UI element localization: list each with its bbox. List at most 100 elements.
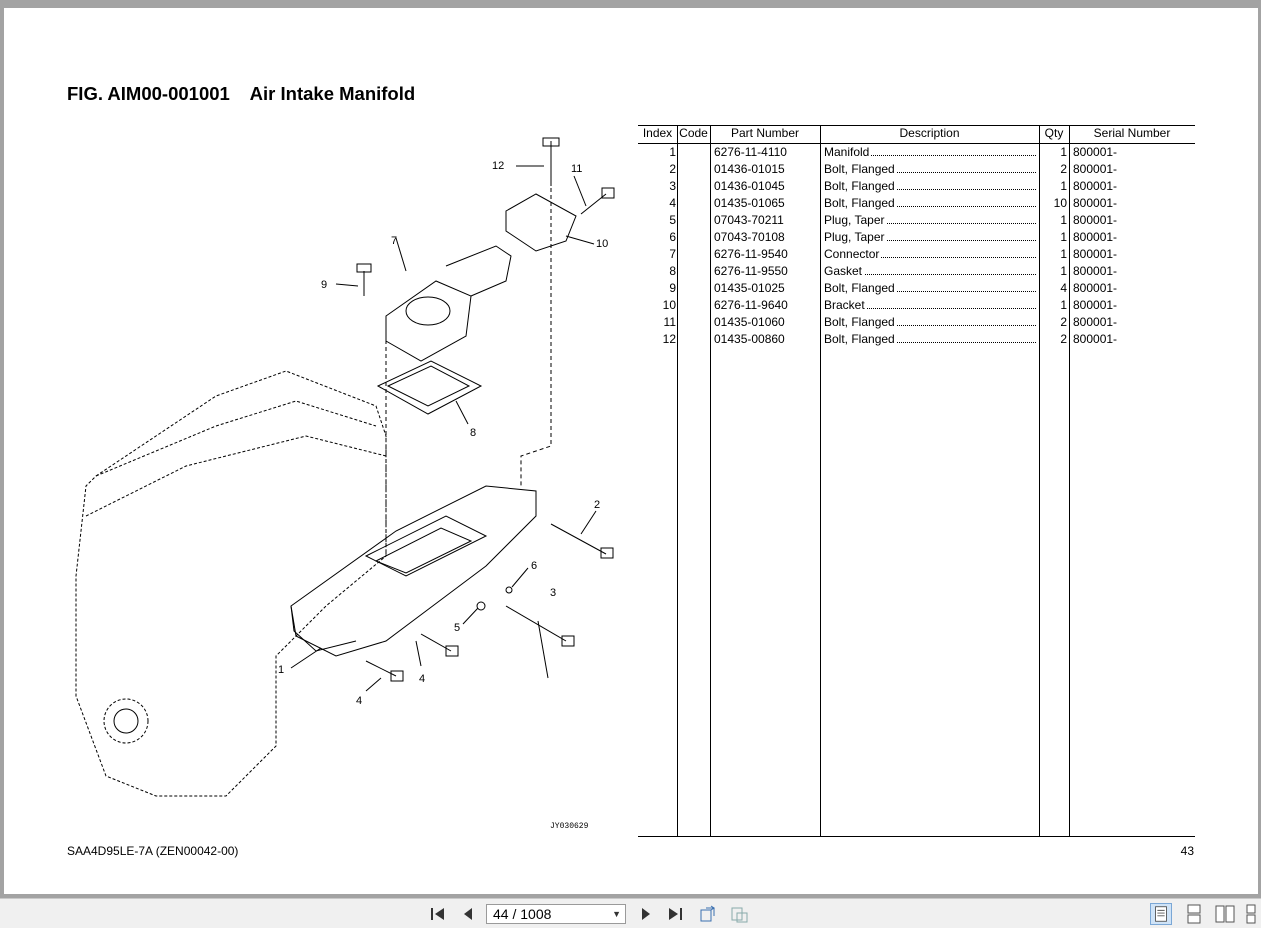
callout-6: 6	[531, 560, 537, 572]
header-description: Description	[899, 126, 960, 140]
callout-3: 3	[550, 587, 556, 599]
cell-part-number: 6276-11-4110	[714, 145, 787, 159]
callout-4b: 4	[356, 695, 362, 707]
cell-serial-number: 800001-	[1073, 179, 1118, 193]
cell-part-number: 6276-11-9550	[714, 264, 788, 278]
rotate-icon[interactable]	[698, 904, 718, 924]
cell-index: 1	[669, 145, 676, 159]
cell-index: 4	[669, 196, 676, 210]
cell-qty: 1	[1060, 145, 1067, 159]
last-page-icon[interactable]	[665, 904, 685, 924]
prev-page-icon[interactable]	[458, 904, 478, 924]
page-number-input[interactable]: 44 / 1008 ▼	[486, 904, 626, 924]
cell-serial-number: 800001-	[1073, 247, 1118, 261]
callout-2: 2	[594, 499, 600, 511]
header-serial-number: Serial Number	[1093, 126, 1171, 140]
callout-9: 9	[321, 279, 327, 291]
cell-qty: 2	[1060, 162, 1067, 176]
chevron-down-icon[interactable]: ▼	[612, 909, 621, 919]
callout-7: 7	[391, 235, 397, 247]
cell-index: 9	[669, 281, 676, 295]
cell-qty: 1	[1060, 213, 1067, 227]
cell-part-number: 01436-01015	[714, 162, 785, 176]
cell-index: 8	[669, 264, 676, 278]
cell-index: 2	[669, 162, 676, 176]
cell-serial-number: 800001-	[1073, 298, 1118, 312]
cell-qty: 10	[1053, 196, 1067, 210]
cell-qty: 2	[1060, 332, 1067, 346]
callout-1: 1	[278, 664, 284, 676]
header-qty: Qty	[1044, 126, 1064, 140]
cell-index: 10	[662, 298, 676, 312]
next-page-icon[interactable]	[636, 904, 656, 924]
header-part-number: Part Number	[730, 126, 800, 140]
cell-description: Connector	[824, 246, 1036, 263]
cell-index: 5	[669, 213, 676, 227]
header-index: Index	[642, 126, 673, 140]
cell-description: Bolt, Flanged	[824, 178, 1036, 195]
callout-12: 12	[492, 160, 504, 172]
cell-description: Bolt, Flanged	[824, 331, 1036, 348]
continuous-view-icon[interactable]	[1183, 903, 1205, 925]
cell-part-number: 07043-70211	[714, 213, 784, 227]
cell-serial-number: 800001-	[1073, 230, 1118, 244]
header-code: Code	[679, 126, 708, 140]
cell-description: Bolt, Flanged	[824, 195, 1036, 212]
first-page-icon[interactable]	[428, 904, 448, 924]
footer-page-number: 43	[1180, 844, 1194, 858]
viewer-toolbar: 44 / 1008 ▼	[0, 898, 1261, 928]
cell-index: 6	[669, 230, 676, 244]
table-row: 12 01435-00860 Bolt, Flanged 2 800001-	[638, 331, 1195, 348]
cell-qty: 2	[1060, 315, 1067, 329]
cell-part-number: 07043-70108	[714, 230, 785, 244]
cell-part-number: 01435-01060	[714, 315, 785, 329]
document-page: FIG. AIM00-001001 Air Intake Manifold	[4, 8, 1258, 894]
cell-description: Bolt, Flanged	[824, 280, 1036, 297]
cell-description: Gasket	[824, 263, 1036, 280]
cell-index: 3	[669, 179, 676, 193]
exploded-parts-drawing: 1 2 3 4 4 5 6 7 8 9 10 11 12 JY030629	[75, 137, 615, 831]
cell-description: Plug, Taper	[824, 212, 1036, 229]
cell-index: 7	[669, 247, 676, 261]
fit-icon[interactable]	[729, 904, 749, 924]
cell-qty: 1	[1060, 298, 1067, 312]
parts-table: Index Code Part Number Description Qty S…	[638, 125, 1195, 837]
cell-serial-number: 800001-	[1073, 162, 1118, 176]
cell-part-number: 6276-11-9540	[714, 247, 788, 261]
table-row: 11 01435-01060 Bolt, Flanged 2 800001-	[638, 314, 1195, 331]
table-row: 2 01436-01015 Bolt, Flanged 2 800001-	[638, 161, 1195, 178]
callout-4a: 4	[419, 673, 425, 685]
cell-description: Bolt, Flanged	[824, 161, 1036, 178]
cell-serial-number: 800001-	[1073, 264, 1118, 278]
cell-serial-number: 800001-	[1073, 315, 1118, 329]
cell-serial-number: 800001-	[1073, 145, 1118, 159]
single-page-view-icon[interactable]	[1150, 903, 1172, 925]
callout-11: 11	[571, 163, 582, 175]
cell-serial-number: 800001-	[1073, 196, 1118, 210]
page-indicator: 44 / 1008	[493, 906, 552, 922]
cell-part-number: 01435-00860	[714, 332, 785, 346]
table-row: 4 01435-01065 Bolt, Flanged 10 800001-	[638, 195, 1195, 212]
cell-qty: 1	[1060, 264, 1067, 278]
footer-model: SAA4D95LE-7A (ZEN00042-00)	[67, 844, 239, 858]
cell-qty: 4	[1060, 281, 1067, 295]
two-page-view-icon[interactable]	[1214, 903, 1236, 925]
cell-qty: 1	[1060, 247, 1067, 261]
cell-serial-number: 800001-	[1073, 332, 1118, 346]
cell-description: Bolt, Flanged	[824, 314, 1036, 331]
cell-description: Plug, Taper	[824, 229, 1036, 246]
cell-index: 11	[663, 315, 676, 329]
two-page-continuous-view-icon[interactable]	[1243, 903, 1261, 925]
cell-qty: 1	[1060, 230, 1067, 244]
callout-5: 5	[454, 622, 460, 634]
table-row: 7 6276-11-9540 Connector 1 800001-	[638, 246, 1195, 263]
figure-title: FIG. AIM00-001001 Air Intake Manifold	[67, 83, 416, 104]
cell-index: 12	[662, 332, 676, 346]
cell-part-number: 01435-01025	[714, 281, 785, 295]
cell-part-number: 01435-01065	[714, 196, 785, 210]
